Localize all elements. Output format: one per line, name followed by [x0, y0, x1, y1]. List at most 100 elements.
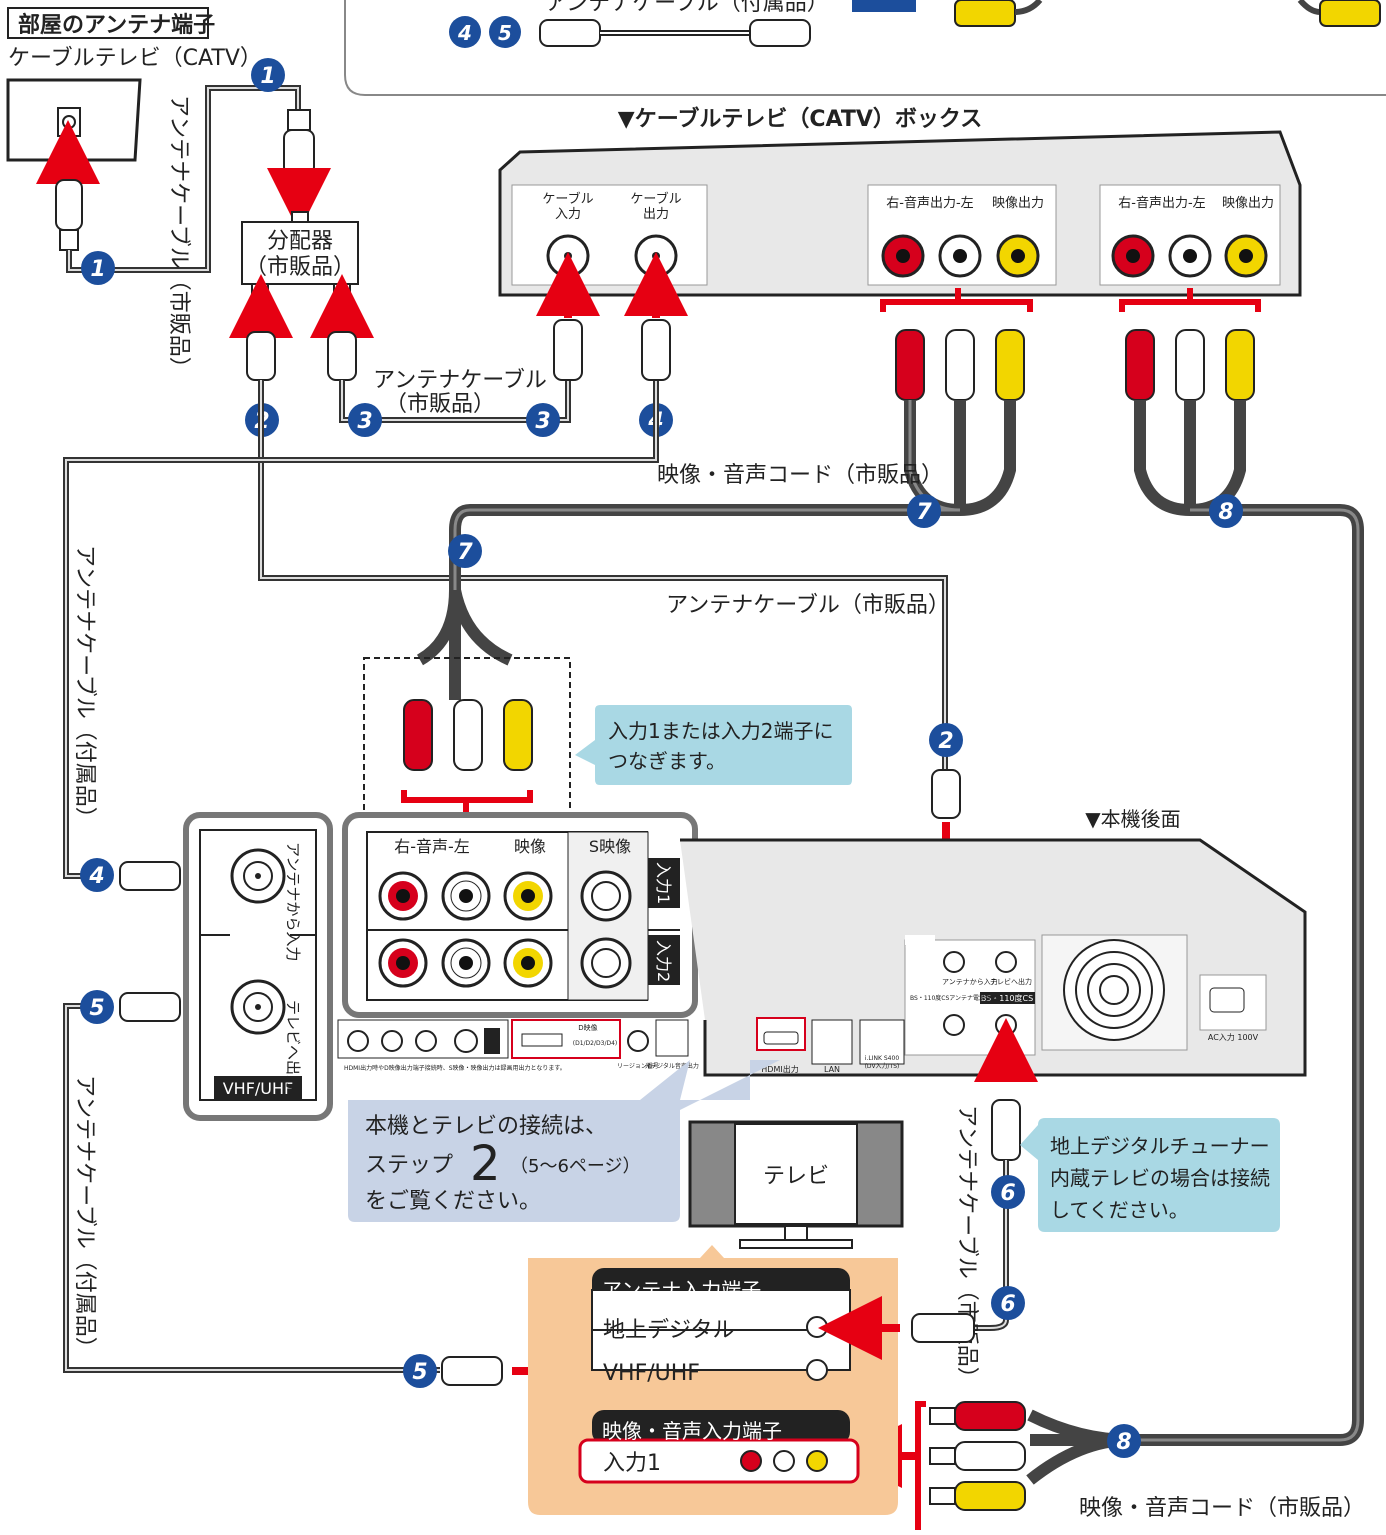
- callout-input-hint-line1: 入力1または入力2端子に: [608, 719, 833, 743]
- splitter-sub-label: （市販品）: [245, 255, 355, 280]
- rec-ilink-sub-label: (DV入力/TS): [865, 1062, 900, 1070]
- plug-cable-in: [553, 319, 583, 381]
- rca-highlight-box: [363, 657, 571, 819]
- rec-lan-label: LAN: [824, 1065, 840, 1074]
- svg-text:4: 4: [88, 864, 104, 889]
- rec-ac-label: AC入力 100V: [1208, 1032, 1259, 1042]
- rca-plugs-7: [895, 329, 1025, 401]
- cable4-label: アンテナケーブル（付属品）: [72, 545, 97, 829]
- plug-splitter-top: [283, 109, 315, 176]
- recorder-rear-title: ▼本機後面: [1085, 807, 1180, 831]
- vhf-uhf-name: VHF/UHF: [223, 1079, 294, 1098]
- bracket-arrow-recorder: [401, 790, 533, 815]
- cable-in-sub: 入力: [555, 207, 581, 222]
- step-7-badge-right: 7: [907, 494, 941, 528]
- svg-text:6: 6: [1000, 1292, 1015, 1317]
- room-cable-label: アンテナケーブル（市販品）: [166, 95, 191, 379]
- rca-plugs-tv: [929, 1401, 1026, 1511]
- rec-hdmi-note: HDMI出力時やD映像出力端子接続時、S映像・映像出力は録画用出力となります。: [344, 1064, 566, 1072]
- plug-cable-out: [641, 319, 671, 381]
- catv-av-jacks-2: [1111, 234, 1268, 278]
- cable-catv-to-vhf-in: [63, 380, 659, 879]
- svg-text:5: 5: [89, 996, 104, 1021]
- svg-text:7: 7: [457, 540, 473, 565]
- callout-see-step-b: （5～6ページ）: [510, 1156, 641, 1177]
- catv-video-out-label-2: 映像出力: [1222, 196, 1274, 211]
- svg-text:1: 1: [90, 257, 105, 282]
- av-input2-label: 入力2: [654, 940, 673, 982]
- splitter-label: 分配器: [267, 229, 333, 254]
- tv-terrestrial-label: 地上デジタル: [603, 1318, 735, 1343]
- av-video-label: 映像: [514, 837, 546, 856]
- vhf-from-antenna-label: アンテナから入力: [284, 842, 302, 961]
- cable3-sub-label: （市販品）: [385, 392, 495, 417]
- cable2-label: アンテナケーブル（市販品）: [666, 593, 950, 618]
- av-audio-label: 右-音声-左: [394, 837, 470, 856]
- step-2-badge-mid: 2: [929, 723, 963, 757]
- rec-d-sub-label: (D1/D2/D3/D4): [573, 1040, 618, 1047]
- tv-antenna-input-title: アンテナ入力端子: [602, 1278, 761, 1302]
- step-1-badge-bottom: 1: [81, 251, 115, 285]
- tv-label: テレビ: [763, 1164, 829, 1189]
- tv-icon: [688, 1120, 904, 1249]
- wall-outlet: [6, 78, 142, 162]
- rec-bs-cs-bg: [980, 992, 1035, 1004]
- cable-out-label: ケーブル: [630, 191, 681, 207]
- step-5-badge-left: 5: [80, 990, 114, 1024]
- callout-input-hint-line2: つなぎます。: [608, 749, 726, 773]
- tv-input-panel: [528, 1245, 898, 1515]
- top-step-5-badge: 5: [489, 16, 521, 48]
- cable5-label: アンテナケーブル（付属品）: [72, 1075, 97, 1359]
- rec-region-label: リージョン番号: [617, 1063, 659, 1070]
- recorder-body: [337, 838, 1307, 1077]
- plug-recorder-out: [991, 1099, 1021, 1161]
- svg-text:8: 8: [1116, 1430, 1131, 1455]
- rec-bs-power-label: BS・110度CSアンテナ電源重畳: [910, 994, 997, 1002]
- svg-text:5: 5: [412, 1360, 427, 1385]
- callout-see-step: 本機とテレビの接続は、 ステップ 2 （5～6ページ） をご覧ください。: [348, 1060, 780, 1222]
- plug-tv-vhf: [441, 1356, 503, 1386]
- top-rca-cable: [954, 0, 1381, 27]
- vhf-to-tv-label: テレビへ出力: [284, 1000, 302, 1090]
- top-cable-icon: [539, 19, 811, 47]
- callout-tuner-line2: 内蔵テレビの場合は接続: [1050, 1166, 1270, 1190]
- step-7-badge-left: 7: [448, 534, 482, 568]
- callout-input-hint: 入力1または入力2端子に つなぎます。: [575, 705, 852, 785]
- top-step-4-badge: 4: [449, 16, 481, 48]
- callout-tuner-line1: 地上デジタルチューナー: [1050, 1134, 1270, 1158]
- av-svideo-label: S映像: [589, 837, 631, 856]
- step-3-badge-left: 3: [348, 403, 382, 437]
- callout-see-step-num: 2: [470, 1136, 501, 1192]
- svg-text:8: 8: [1218, 500, 1233, 525]
- catv-label: ケーブルテレビ（CATV）: [8, 46, 262, 71]
- top-cable-label: アンテナケーブル（付属品）: [545, 0, 829, 16]
- bracket-arrow-8: [1119, 288, 1261, 312]
- rec-d-video-label: D映像: [578, 1023, 597, 1032]
- step-6-badge-bottom: 6: [991, 1286, 1025, 1320]
- rca-plugs-8: [1125, 329, 1255, 401]
- rec-bs-cs-label: BS・110度CS: [981, 993, 1033, 1003]
- plug-vhf-in: [119, 861, 181, 891]
- svg-text:3: 3: [535, 409, 550, 434]
- plug-splitter-out1: [246, 331, 276, 381]
- plug-room: [55, 179, 83, 251]
- catv-box-title: ▼ケーブルテレビ（CATV）ボックス: [618, 106, 982, 132]
- cable6-label: アンテナケーブル（市販品）: [954, 1105, 979, 1389]
- cable3-label: アンテナケーブル: [373, 368, 547, 393]
- callout-see-step-line1: 本機とテレビの接続は、: [365, 1114, 607, 1139]
- catv-audio-out-label-1: 右-音声出力-左: [886, 195, 973, 211]
- svg-text:2: 2: [938, 729, 953, 754]
- plug-vhf-out: [119, 992, 181, 1022]
- tv-vhf-label: VHF/UHF: [603, 1361, 700, 1386]
- step-5-badge-bottom: 5: [403, 1354, 437, 1388]
- av-cord-8-label: 映像・音声コード（市販品）: [1079, 1496, 1365, 1521]
- rca-plugs-recorder: [403, 699, 533, 771]
- step-1-badge-top: 1: [251, 58, 285, 92]
- plug-tv-terrestrial: [911, 1313, 975, 1343]
- cable-out-sub: 出力: [643, 207, 669, 222]
- rec-hdmi-label: HDMI出力: [761, 1064, 798, 1074]
- callout-tuner-line3: してください。: [1050, 1198, 1189, 1222]
- step-6-badge-top: 6: [991, 1175, 1025, 1209]
- room-terminal-label: 部屋のアンテナ端子: [18, 12, 215, 38]
